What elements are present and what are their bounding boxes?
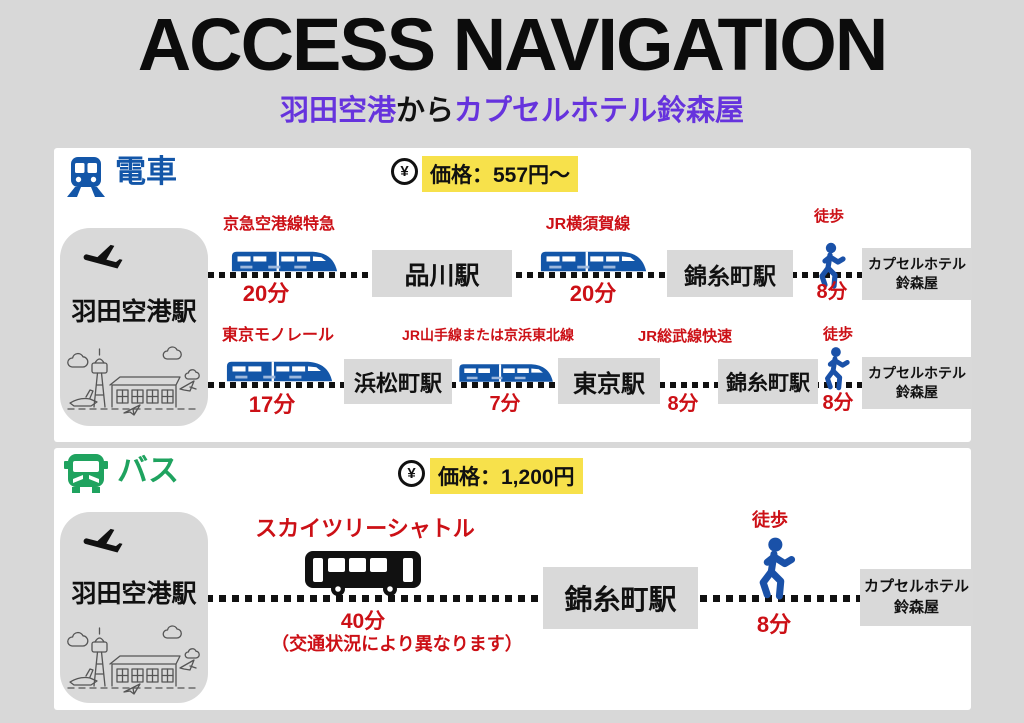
route2-walk-time: 8分 (822, 392, 854, 414)
destination-line1: カプセルホテル (868, 256, 966, 273)
bus-origin-label: 羽田空港駅 (71, 580, 197, 608)
bus-leg1-time: 40分 (340, 610, 386, 633)
destination-hotel-route2: カプセルホテル 鈴森屋 (862, 357, 972, 409)
walking-person-icon (813, 242, 847, 290)
route2-walk-label: 徒歩 (822, 326, 853, 343)
bus-leg1-line: スカイツリーシャトル (255, 516, 475, 541)
route1-leg1-line: 京急空港線特急 (222, 216, 335, 233)
airplane-icon (72, 522, 134, 568)
station-shinagawa: 品川駅 (372, 250, 512, 297)
train-section-label: 電車 (115, 154, 177, 189)
airport-illustration (64, 614, 204, 698)
station-kinshicho-route1: 錦糸町駅 (667, 250, 793, 297)
train-origin-label: 羽田空港駅 (71, 298, 197, 326)
bus-front-icon (64, 452, 108, 496)
subtitle-connector: から (395, 95, 454, 127)
route2-leg1-line: 東京モノレール (221, 327, 334, 344)
train-side-icon (222, 248, 348, 275)
route2-dotted-line (208, 382, 864, 388)
destination-line2: 鈴森屋 (893, 598, 939, 616)
train-section: 電車 ¥ 価格：557円〜 羽田空港駅 (54, 148, 972, 442)
route1-leg2-line: JR横須賀線 (545, 216, 631, 233)
destination-hotel-route1: カプセルホテル 鈴森屋 (862, 248, 972, 300)
route2-leg2-time: 7分 (489, 393, 521, 415)
route2-leg3-line: JR総武線快速 (637, 328, 733, 345)
walking-person-icon (751, 536, 797, 602)
bus-price: 価格：1,200円 (430, 458, 583, 494)
bus-section-label: バス (117, 453, 179, 488)
train-side-icon (455, 361, 558, 385)
bus-leg1-note: （交通状況により異なります） (271, 634, 523, 654)
bus-section: バス ¥ 価格：1,200円 羽田空港駅 (54, 448, 973, 710)
station-tokyo: 東京駅 (558, 358, 660, 404)
station-hamamatsucho: 浜松町駅 (344, 359, 452, 404)
train-price: 価格：557円〜 (422, 156, 579, 192)
subtitle-origin: 羽田空港 (279, 95, 396, 127)
destination-line1: カプセルホテル (863, 578, 969, 596)
bus-walk-time: 8分 (756, 612, 792, 637)
route1-leg2-time: 20分 (569, 281, 617, 306)
route2-leg3-time: 8分 (667, 393, 699, 415)
route1-leg1-time: 20分 (242, 281, 290, 306)
train-side-icon (220, 358, 340, 385)
route1-walk-time: 8分 (816, 281, 848, 303)
yen-icon: ¥ (398, 460, 425, 487)
destination-line1: カプセルホテル (868, 365, 966, 382)
route1-walk-label: 徒歩 (813, 208, 844, 225)
subtitle-destination: カプセルホテル鈴森屋 (454, 95, 745, 127)
destination-line2: 鈴森屋 (896, 275, 938, 291)
page-title: ACCESS NAVIGATION (137, 3, 889, 86)
route2-leg2-line: JR山手線または京浜東北線 (402, 327, 574, 343)
bus-side-icon (304, 549, 422, 597)
bus-walk-label: 徒歩 (752, 510, 788, 530)
train-origin-box: 羽田空港駅 (60, 228, 208, 426)
bus-origin-box: 羽田空港駅 (60, 512, 208, 703)
walking-person-icon (819, 346, 851, 392)
train-side-icon (533, 248, 655, 275)
station-kinshicho-bus: 錦糸町駅 (543, 567, 698, 629)
bus-route-dotted-line (206, 595, 860, 602)
airport-illustration (64, 334, 204, 420)
route1-dotted-line (208, 272, 864, 278)
airplane-icon (72, 238, 134, 284)
route2-leg1-time: 17分 (248, 392, 296, 417)
yen-icon: ¥ (391, 158, 418, 185)
destination-hotel-bus: カプセルホテル 鈴森屋 (860, 569, 973, 626)
train-front-icon (64, 156, 108, 200)
destination-line2: 鈴森屋 (896, 384, 938, 400)
page-subtitle: 羽田空港からカプセルホテル鈴森屋 (0, 95, 1024, 128)
station-kinshicho-route2: 錦糸町駅 (718, 359, 818, 404)
